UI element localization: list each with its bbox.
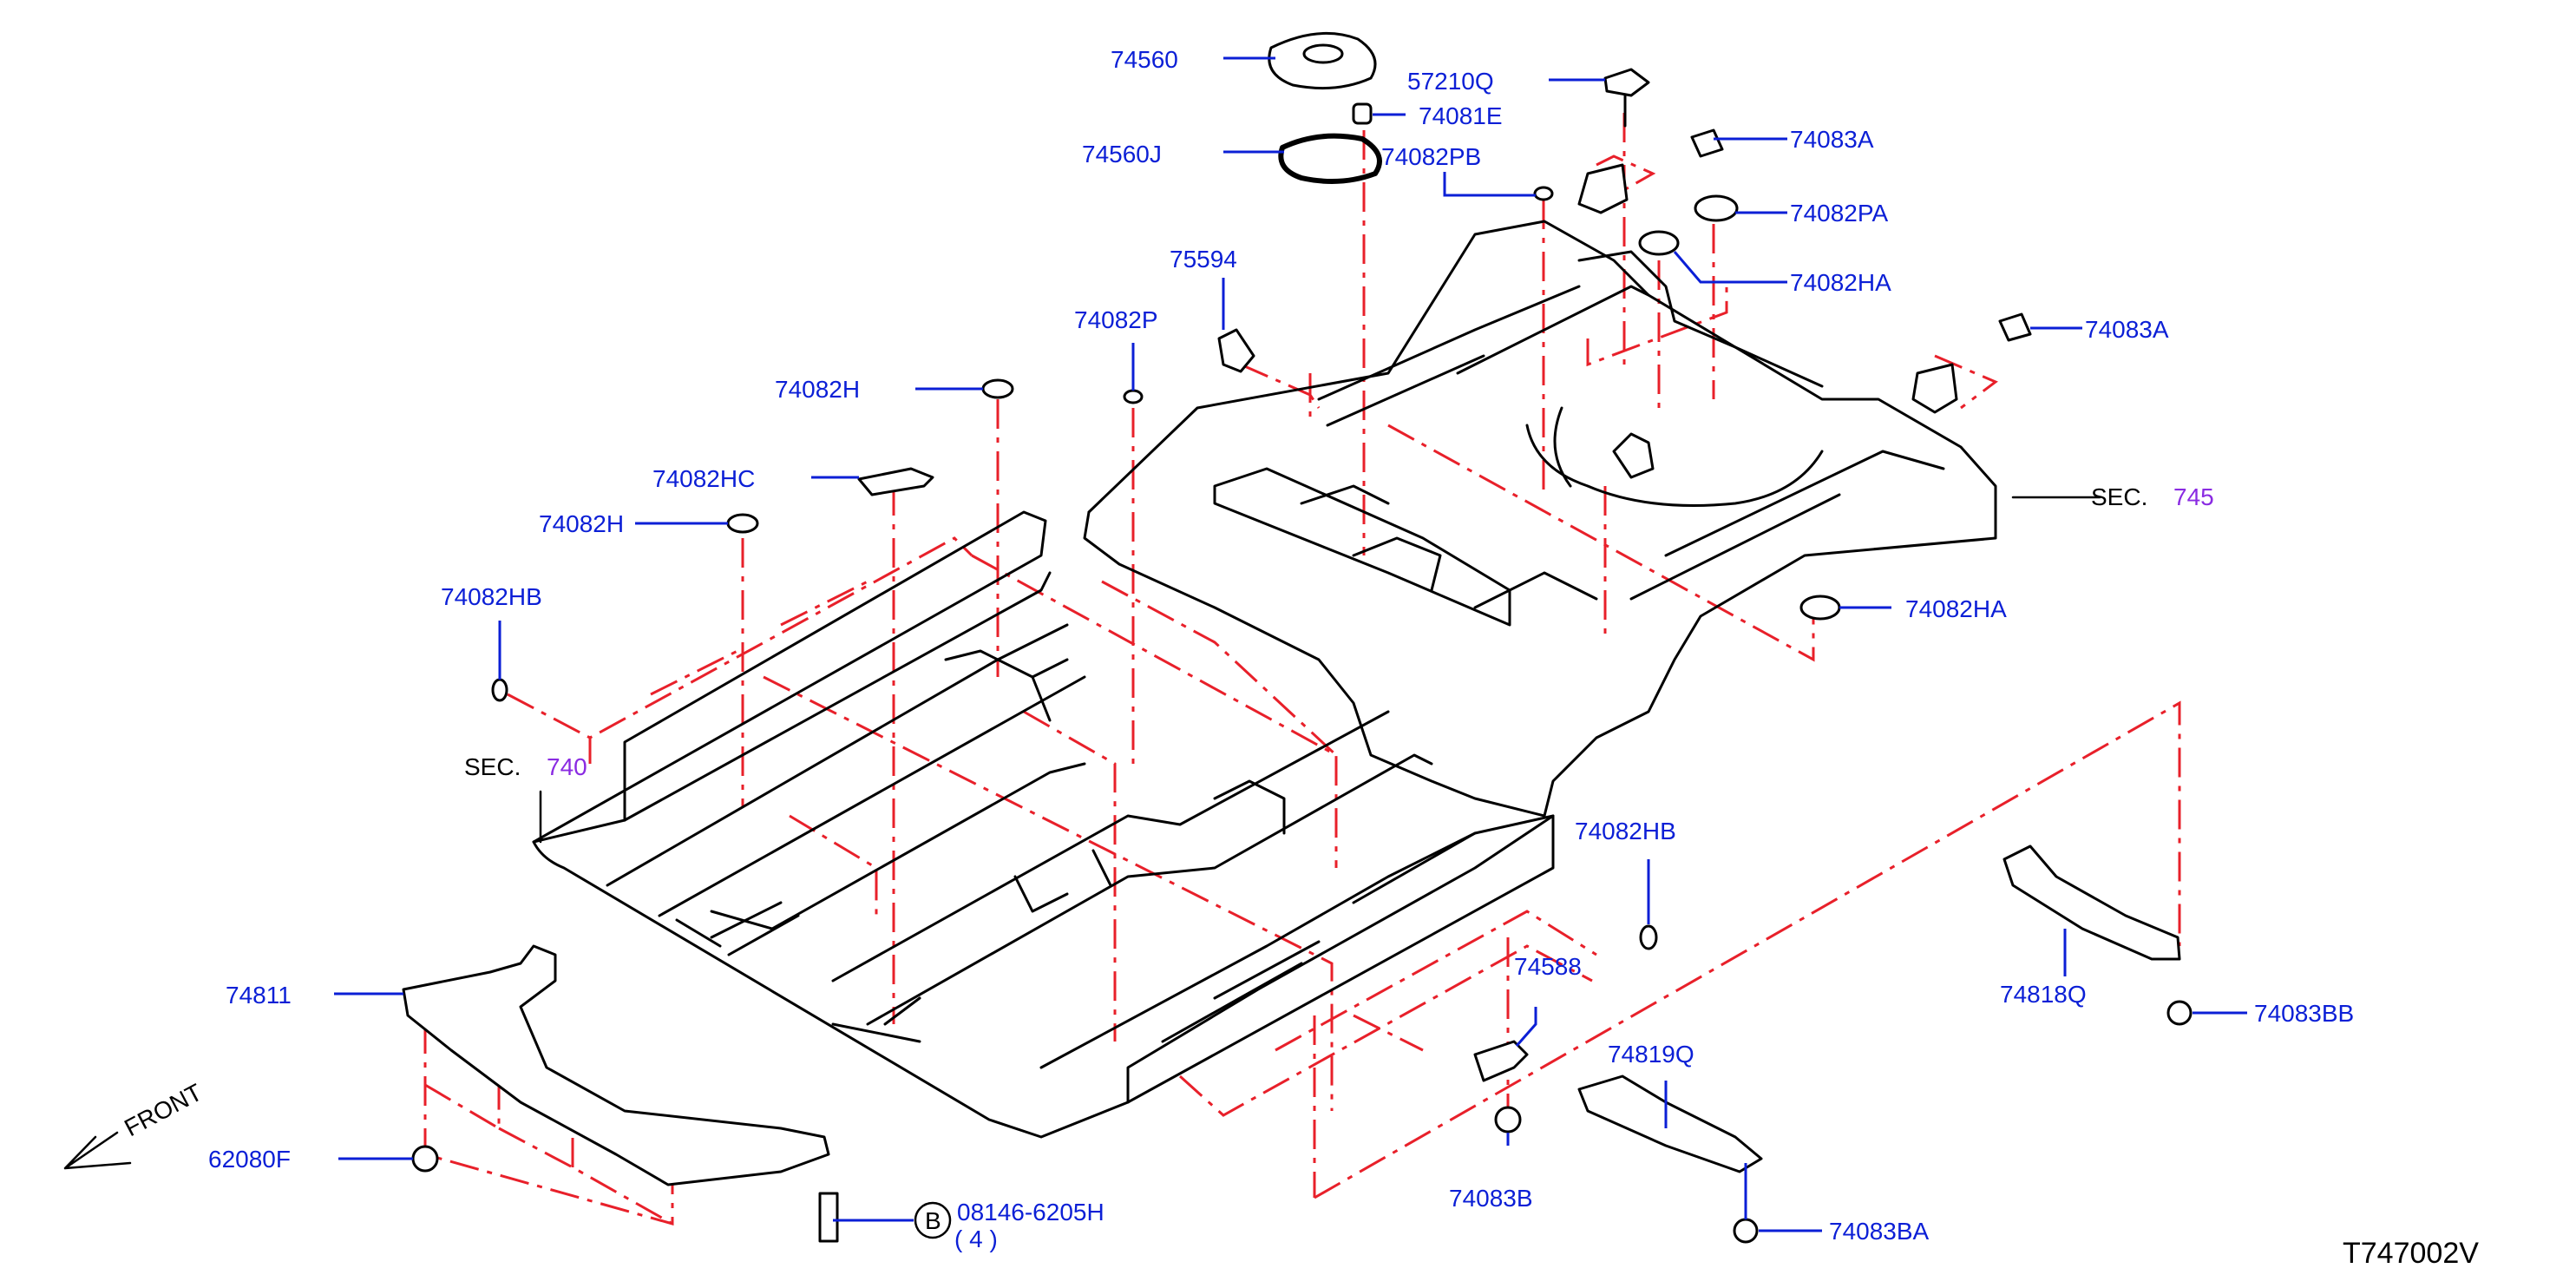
front-label: FRONT xyxy=(120,1079,206,1142)
label-75594[interactable]: 75594 xyxy=(1170,246,1237,273)
part-75594-hose[interactable] xyxy=(1217,328,1255,373)
leader-lines xyxy=(334,56,2247,1232)
part-74818Q-bracket[interactable] xyxy=(2002,844,2181,961)
label-62080F[interactable]: 62080F xyxy=(208,1146,291,1173)
section-references: SEC. 745 SEC. 740 xyxy=(464,483,2214,780)
part-74819Q-bracket[interactable] xyxy=(1577,1074,1763,1173)
label-74818Q[interactable]: 74818Q xyxy=(2000,981,2087,1008)
label-74560J[interactable]: 74560J xyxy=(1082,141,1162,168)
label-74082H-b[interactable]: 74082H xyxy=(539,510,624,537)
label-74819Q[interactable]: 74819Q xyxy=(1608,1041,1694,1068)
sec-ref-740[interactable]: 740 xyxy=(547,753,587,780)
part-74811-crossmember[interactable] xyxy=(402,944,830,1186)
part-08146-bolt[interactable] xyxy=(818,1192,839,1243)
label-74082P[interactable]: 74082P xyxy=(1074,306,1158,333)
part-74588-bracket[interactable] xyxy=(1473,1040,1529,1082)
sec-ref-745[interactable]: 745 xyxy=(2173,483,2214,510)
bolt-marker-circle xyxy=(914,1201,952,1239)
sec-word-left: SEC. xyxy=(464,753,521,780)
label-08146-6205H[interactable]: 08146-6205H xyxy=(957,1199,1104,1226)
label-74082PB[interactable]: 74082PB xyxy=(1381,143,1481,170)
part-74082H-plug-a[interactable] xyxy=(981,378,1014,399)
label-74082H-a[interactable]: 74082H xyxy=(775,376,860,403)
part-74083BB-nut[interactable] xyxy=(2166,1000,2193,1026)
part-74083A-mid[interactable] xyxy=(1998,312,2032,342)
part-74560-cover[interactable] xyxy=(1268,31,1377,90)
part-74083BA-nut[interactable] xyxy=(1733,1218,1759,1244)
part-74082HB-plug-left[interactable] xyxy=(491,678,508,702)
label-74082HB-right[interactable]: 74082HB xyxy=(1575,818,1676,844)
part-62080F-nut[interactable] xyxy=(411,1145,439,1173)
label-74082HA-right[interactable]: 74082HA xyxy=(1905,595,2007,622)
rear-floor-panel xyxy=(1083,220,1997,818)
label-74081E[interactable]: 74081E xyxy=(1419,102,1503,129)
part-74082PA-plug[interactable] xyxy=(1694,194,1739,222)
sec-word-right: SEC. xyxy=(2091,483,2147,510)
part-74082HB-plug-right[interactable] xyxy=(1639,924,1658,950)
part-74082HA-plug-top[interactable] xyxy=(1638,230,1680,256)
front-arrow-icon xyxy=(63,1131,132,1170)
alignment-lines xyxy=(423,113,2181,1226)
label-74082HA-top[interactable]: 74082HA xyxy=(1790,269,1891,296)
label-74083A-top[interactable]: 74083A xyxy=(1790,126,1874,153)
label-74083A-mid[interactable]: 74083A xyxy=(2085,316,2169,343)
part-labels: 74560 74560J 74081E 57210Q 74083A 74082P… xyxy=(208,46,2354,1252)
label-74588[interactable]: 74588 xyxy=(1514,953,1582,980)
label-74082HB-left[interactable]: 74082HB xyxy=(441,583,542,610)
diagram-code: T747002V xyxy=(2343,1237,2479,1270)
part-74081E-clip[interactable] xyxy=(1352,102,1373,125)
label-74083B[interactable]: 74083B xyxy=(1449,1185,1533,1212)
label-74560[interactable]: 74560 xyxy=(1111,46,1178,73)
label-74082HC[interactable]: 74082HC xyxy=(652,465,755,492)
part-74082P-plug[interactable] xyxy=(1123,389,1144,404)
label-74083BA[interactable]: 74083BA xyxy=(1829,1218,1930,1245)
label-08146-qty: ( 4 ) xyxy=(954,1226,998,1252)
part-74082H-plug-b[interactable] xyxy=(726,513,759,534)
part-glyphs xyxy=(63,31,2193,1244)
label-74082PA[interactable]: 74082PA xyxy=(1790,200,1888,227)
part-74560J-ring[interactable] xyxy=(1278,133,1382,184)
part-74083A-top[interactable] xyxy=(1690,128,1724,158)
bolt-marker-letter: B xyxy=(925,1207,941,1234)
part-57210Q[interactable] xyxy=(1603,68,1650,97)
part-74083B-nut[interactable] xyxy=(1494,1106,1522,1134)
label-74811[interactable]: 74811 xyxy=(226,982,292,1009)
part-74082PB-plug[interactable] xyxy=(1533,186,1554,201)
front-floor-panel xyxy=(532,510,1555,1139)
part-74082HC-plug[interactable] xyxy=(857,467,934,496)
label-57210Q[interactable]: 57210Q xyxy=(1407,68,1494,95)
part-74082HA-plug-right[interactable] xyxy=(1799,595,1841,621)
label-74083BB[interactable]: 74083BB xyxy=(2254,1000,2354,1027)
